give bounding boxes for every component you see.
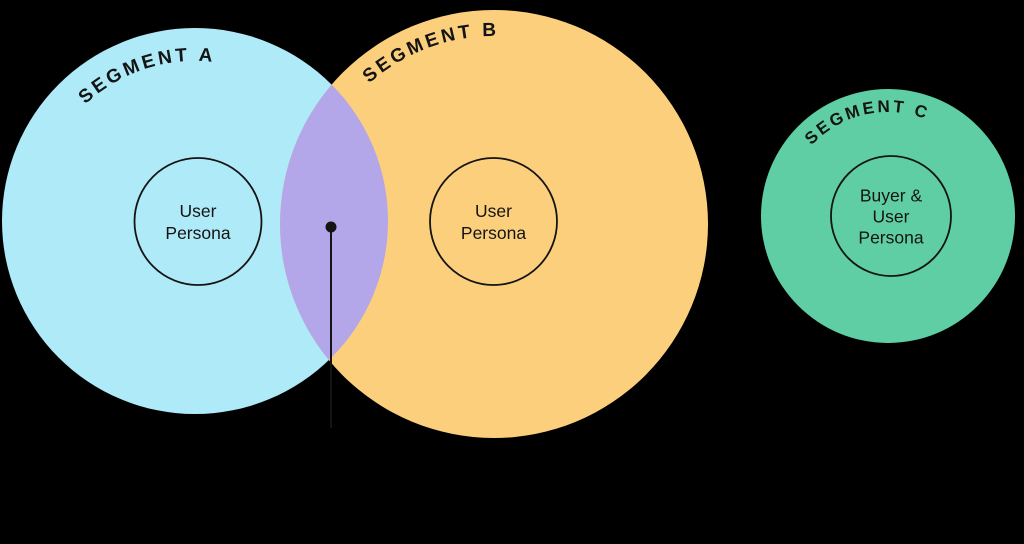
persona-c-line1: Buyer & — [860, 186, 923, 206]
persona-b-line1: User — [475, 201, 512, 221]
persona-c-line3: Persona — [858, 228, 923, 248]
segment-c-circle — [761, 89, 1015, 343]
persona-a-line2: Persona — [165, 223, 230, 243]
segment-b-circle — [280, 10, 708, 438]
overlap-pointer-dot — [325, 221, 337, 233]
persona-circle-a — [133, 157, 263, 286]
persona-a-line1: User — [180, 201, 217, 221]
segment-a-circle — [2, 28, 388, 414]
persona-b-line2: Persona — [461, 223, 526, 243]
persona-circle-c — [830, 155, 952, 277]
persona-circle-b — [429, 157, 558, 286]
persona-c-line2: User — [873, 207, 910, 227]
